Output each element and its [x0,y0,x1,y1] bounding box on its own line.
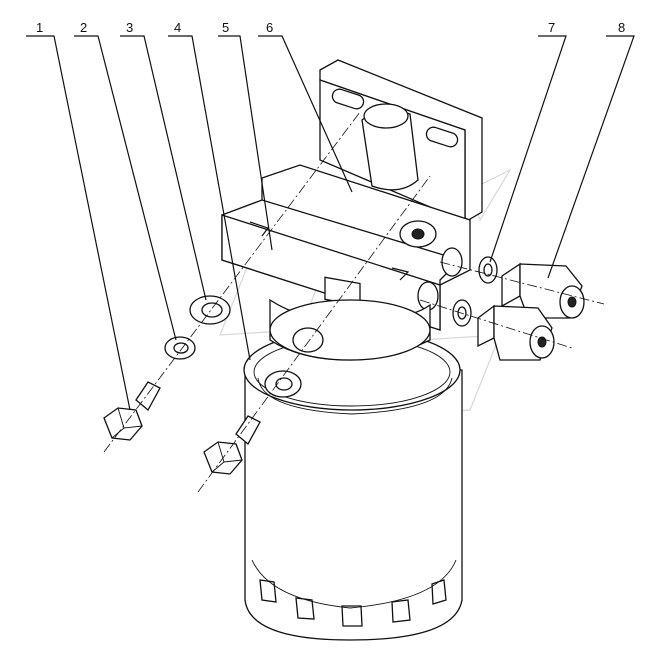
washer-small [164,336,196,360]
callout-2: 2 [80,20,87,35]
callout-labels: 1 2 3 4 5 6 7 8 [36,20,625,35]
callout-3: 3 [126,20,133,35]
mounting-bracket [319,59,483,224]
callout-5: 5 [222,20,229,35]
washer-lower [264,370,302,398]
fitting-lower [477,304,555,361]
callout-4: 4 [174,20,181,35]
centerlines [103,111,605,493]
sealing-washers-right [452,256,498,327]
washer-large [189,295,231,325]
callout-1: 1 [36,20,43,35]
callout-8: 8 [618,20,625,35]
filter-head [221,164,471,361]
callout-7: 7 [548,20,555,35]
callout-6: 6 [266,20,273,35]
leader-lines [26,35,635,411]
hex-bolt-1 [103,381,161,441]
